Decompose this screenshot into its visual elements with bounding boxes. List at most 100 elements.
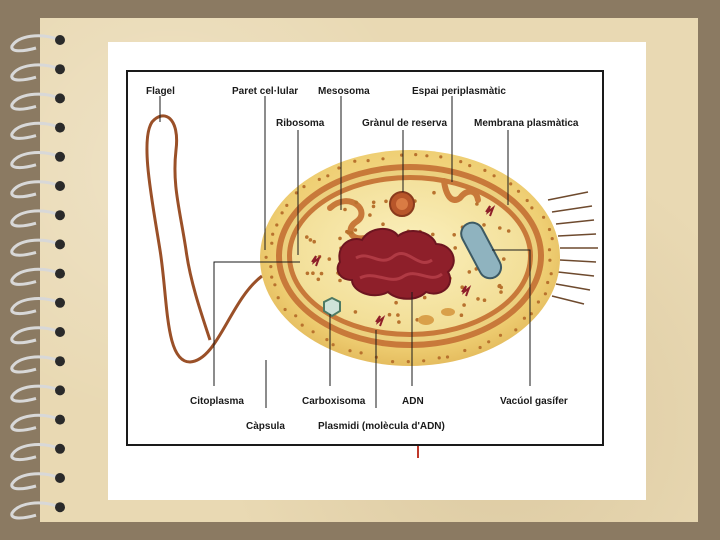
capsule-dot	[353, 159, 357, 163]
binding-hole	[55, 181, 65, 191]
ribosome-dot	[305, 271, 310, 276]
ribosome-dot	[467, 270, 472, 274]
capsule-dot	[273, 283, 277, 287]
inclusion	[418, 315, 434, 325]
ribosome-dot	[343, 207, 347, 212]
binding-hole	[55, 64, 65, 75]
ribosome-dot	[308, 238, 313, 242]
ribosome-dot	[319, 271, 324, 276]
ribosome-dot	[312, 239, 317, 244]
capsule-dot	[514, 328, 518, 332]
capsule-dot	[348, 349, 352, 353]
plasmid	[375, 314, 386, 327]
plasmid	[311, 254, 322, 267]
binding-ring	[10, 151, 61, 170]
ribosome-dot	[431, 232, 435, 237]
capsule-dot	[285, 203, 289, 207]
capsule-dot	[498, 333, 503, 337]
binding-hole	[55, 122, 65, 133]
capsule-dot	[325, 338, 329, 342]
capsule-dot	[271, 232, 275, 236]
ribosome-dot	[453, 246, 458, 250]
capsule-dot	[468, 164, 472, 168]
label-granul: Grànul de reserva	[362, 118, 447, 129]
label-mesosoma: Mesosoma	[318, 86, 370, 97]
pili	[547, 191, 598, 305]
capsule-dot	[264, 255, 268, 259]
capsule-dot	[483, 168, 487, 172]
ribosome-dot	[422, 295, 427, 300]
ribosome-dot	[397, 320, 401, 324]
binding-ring	[10, 180, 61, 199]
label-adn: ADN	[402, 396, 424, 407]
capsule-dot	[331, 343, 335, 347]
leader-lines	[159, 96, 531, 408]
label-carboxisoma: Carboxisoma	[302, 396, 366, 407]
binding-ring	[10, 209, 61, 228]
ribosome-dot	[316, 277, 321, 282]
ribosome-dot	[475, 202, 479, 206]
capsule-dot	[311, 330, 315, 334]
ribosome-dot	[432, 190, 436, 195]
ribosome-dot	[452, 233, 457, 237]
capsule-dot	[547, 227, 552, 232]
capsule-dot	[439, 155, 443, 159]
binding-ring	[10, 326, 61, 345]
capsule-dot	[337, 166, 341, 170]
ribosome-dot	[327, 257, 332, 261]
capsule-dot	[547, 248, 552, 252]
capsule-dot	[492, 174, 496, 178]
capsule-dot	[487, 340, 491, 344]
ribosome-dot	[368, 213, 372, 217]
capsule-dot	[509, 182, 513, 186]
binding-ring	[10, 238, 61, 257]
ribosome-dot	[460, 285, 465, 290]
binding-hole	[55, 151, 65, 162]
capsule-dot	[275, 223, 279, 227]
ribosome-dot	[305, 235, 309, 239]
capsule-dot	[516, 189, 521, 193]
label-flagel: Flagel	[146, 86, 175, 97]
capsule-dot	[459, 160, 463, 164]
binding-hole	[55, 239, 65, 250]
ribosome-dot	[498, 226, 502, 230]
label-vacuol: Vacúol gasífer	[500, 396, 568, 407]
capsule-dot	[542, 215, 546, 219]
binding-hole	[55, 502, 65, 513]
capsule-dot	[280, 211, 284, 215]
capsule-dot	[406, 360, 410, 364]
capsule-dot	[543, 292, 548, 296]
ribosome-dot	[354, 200, 359, 205]
binding-hole	[55, 210, 65, 221]
capsule-dot	[294, 191, 298, 195]
binding-hole	[55, 35, 65, 45]
capsule-dots	[264, 153, 554, 364]
ribosome-dot	[459, 313, 464, 318]
binding-hole	[55, 414, 65, 425]
ribosome-dot	[482, 298, 487, 303]
ribosome-dot	[311, 271, 315, 276]
capsule-dot	[422, 359, 426, 363]
capsule-dot	[414, 153, 418, 157]
capsule-dot	[445, 355, 450, 359]
ribosome-dot	[349, 231, 354, 235]
binding-ring	[10, 472, 61, 491]
capsule-dot	[549, 272, 553, 276]
capsule-dot	[478, 345, 482, 350]
binding-hole	[55, 297, 65, 308]
capsule-dot	[326, 174, 330, 178]
ribosome-dot	[482, 223, 486, 227]
binding-hole	[55, 268, 65, 279]
ribosome-dot	[387, 312, 392, 317]
binding-hole	[55, 93, 65, 104]
label-espai: Espai periplasmàtic	[412, 86, 506, 97]
binding-hole	[55, 356, 65, 367]
capsule-dot	[522, 316, 527, 320]
binding-ring	[10, 121, 61, 140]
ribosome-dot	[338, 278, 342, 283]
ribosome-dot	[371, 204, 376, 209]
ribosome-dot	[384, 199, 388, 204]
capsule-dot	[550, 237, 554, 241]
